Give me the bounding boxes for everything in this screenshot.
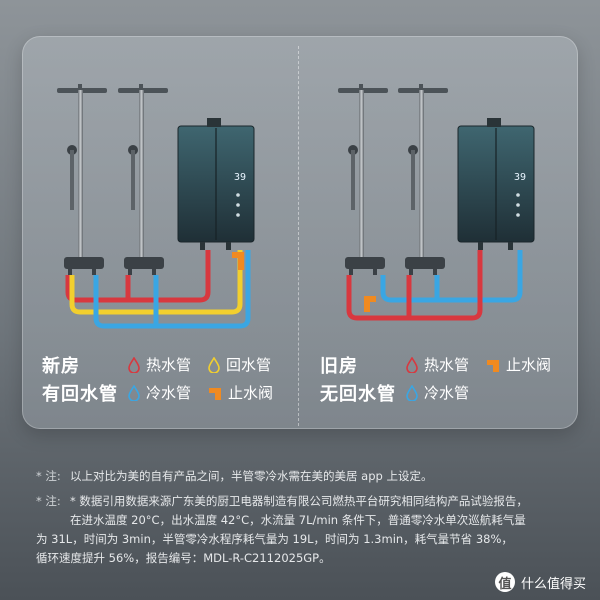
heater-display-left: 39: [234, 172, 246, 183]
legend-label: 冷水管: [146, 384, 192, 402]
note-row: * 注: 以上对比为美的自有产品之间，半管零冷水需在美的美居 app 上设定。: [36, 467, 576, 486]
left-hot-pipe: [65, 250, 211, 303]
shower-left-1: [57, 84, 107, 275]
legend-stop-valve-right: 止水阀: [486, 354, 551, 375]
legend-label: 回水管: [226, 356, 272, 374]
legend-stop-valve: 止水阀: [208, 382, 273, 403]
legend-return-water: 回水管: [208, 354, 271, 375]
legend-cold-water: 冷水管: [128, 382, 191, 403]
stop-valve-icon: [209, 387, 221, 400]
note-mark: * 注:: [36, 494, 61, 508]
cold-water-drop-icon: [128, 384, 140, 401]
left-title-line1: 新房: [42, 356, 80, 377]
watermark: 值 什么值得买: [494, 572, 586, 592]
note-text: 以上对比为美的自有产品之间，半管零冷水需在美的美居 app 上设定。: [70, 469, 433, 483]
legend-label: 止水阀: [228, 384, 274, 402]
hot-water-drop-icon: [128, 356, 140, 373]
right-hot-pipe: [346, 250, 483, 321]
note-text: 在进水温度 20°C，出水温度 42°C，水流量 7L/min 条件下，普通零冷…: [70, 513, 526, 527]
left-stop-valve-icon: [232, 252, 244, 270]
left-title-line2: 有回水管: [42, 384, 118, 405]
note-text: 为 31L，时间为 3min，半管零冷水程序耗气量为 19L，时间为 1.3mi…: [36, 532, 513, 546]
legend-hot-water-right: 热水管: [406, 354, 469, 375]
right-cold-pipe: [380, 250, 523, 303]
legend-label: 止水阀: [506, 356, 552, 374]
shower-right-2: [398, 84, 448, 275]
hot-water-drop-icon: [406, 356, 418, 373]
watermark-badge: 值: [494, 572, 515, 592]
watermark-text: 什么值得买: [520, 576, 586, 592]
return-water-drop-icon: [208, 356, 220, 373]
right-stop-valve-icon: [364, 296, 376, 312]
water-heater-left: 39: [177, 118, 255, 250]
left-cold-pipe: [93, 250, 251, 329]
legend-cold-water-right: 冷水管: [406, 382, 469, 403]
heater-display-right: 39: [514, 172, 526, 183]
right-title-line2: 无回水管: [320, 384, 396, 405]
panel-divider: [298, 46, 299, 426]
legend-label: 热水管: [424, 356, 470, 374]
legend-label: 热水管: [146, 356, 192, 374]
right-title-line1: 旧房: [320, 356, 358, 377]
cold-water-drop-icon: [406, 384, 418, 401]
water-heater-right: 39: [457, 118, 535, 250]
footnotes: * 注: 以上对比为美的自有产品之间，半管零冷水需在美的美居 app 上设定。 …: [36, 467, 576, 568]
shower-left-2: [118, 84, 168, 275]
legend-label: 冷水管: [424, 384, 470, 402]
legend-hot-water: 热水管: [128, 354, 191, 375]
note-mark: * 注:: [36, 469, 61, 483]
stop-valve-icon: [487, 359, 499, 372]
note-row: * 注: * 数据引用数据来源广东美的厨卫电器制造有限公司燃热平台研究相同结构产…: [36, 492, 576, 511]
note-text: 循环速度提升 56%，报告编号：MDL-R-C2112025GP。: [36, 551, 331, 565]
note-text: * 数据引用数据来源广东美的厨卫电器制造有限公司燃热平台研究相同结构产品试验报告…: [70, 494, 528, 508]
shower-right-1: [338, 84, 388, 275]
